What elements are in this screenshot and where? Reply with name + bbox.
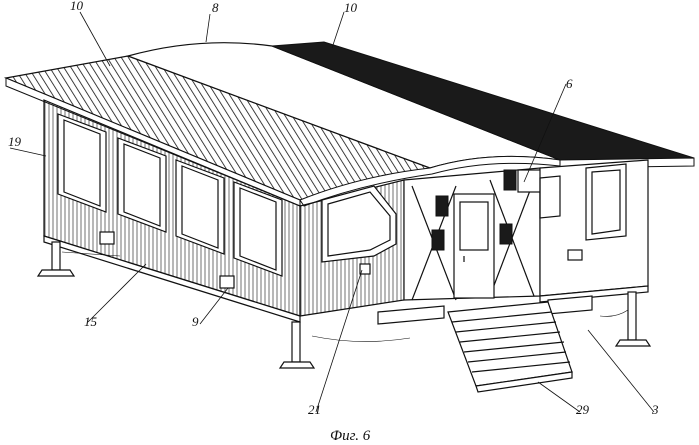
left-roof bbox=[3, 55, 433, 207]
leader-lines bbox=[9, 11, 655, 413]
label-29: 29 bbox=[576, 402, 590, 417]
label-8: 8 bbox=[212, 0, 219, 15]
front-wall bbox=[299, 179, 405, 317]
label-10-right: 10 bbox=[344, 0, 358, 15]
label-3: 3 bbox=[651, 402, 659, 417]
entrance-frame bbox=[403, 167, 555, 301]
label-9: 9 bbox=[192, 314, 199, 329]
door bbox=[453, 193, 495, 299]
right-side-room bbox=[539, 159, 649, 297]
label-19: 19 bbox=[8, 134, 22, 149]
right-roof bbox=[271, 41, 695, 169]
label-6: 6 bbox=[566, 76, 573, 91]
label-15: 15 bbox=[84, 314, 98, 329]
label-21: 21 bbox=[308, 402, 321, 417]
figure-caption: Фиг. 6 bbox=[330, 428, 371, 444]
stairs bbox=[447, 301, 573, 393]
support-legs bbox=[36, 241, 652, 369]
porch-platforms bbox=[377, 295, 593, 325]
side-windows bbox=[57, 113, 283, 277]
label-10-left: 10 bbox=[70, 0, 84, 13]
